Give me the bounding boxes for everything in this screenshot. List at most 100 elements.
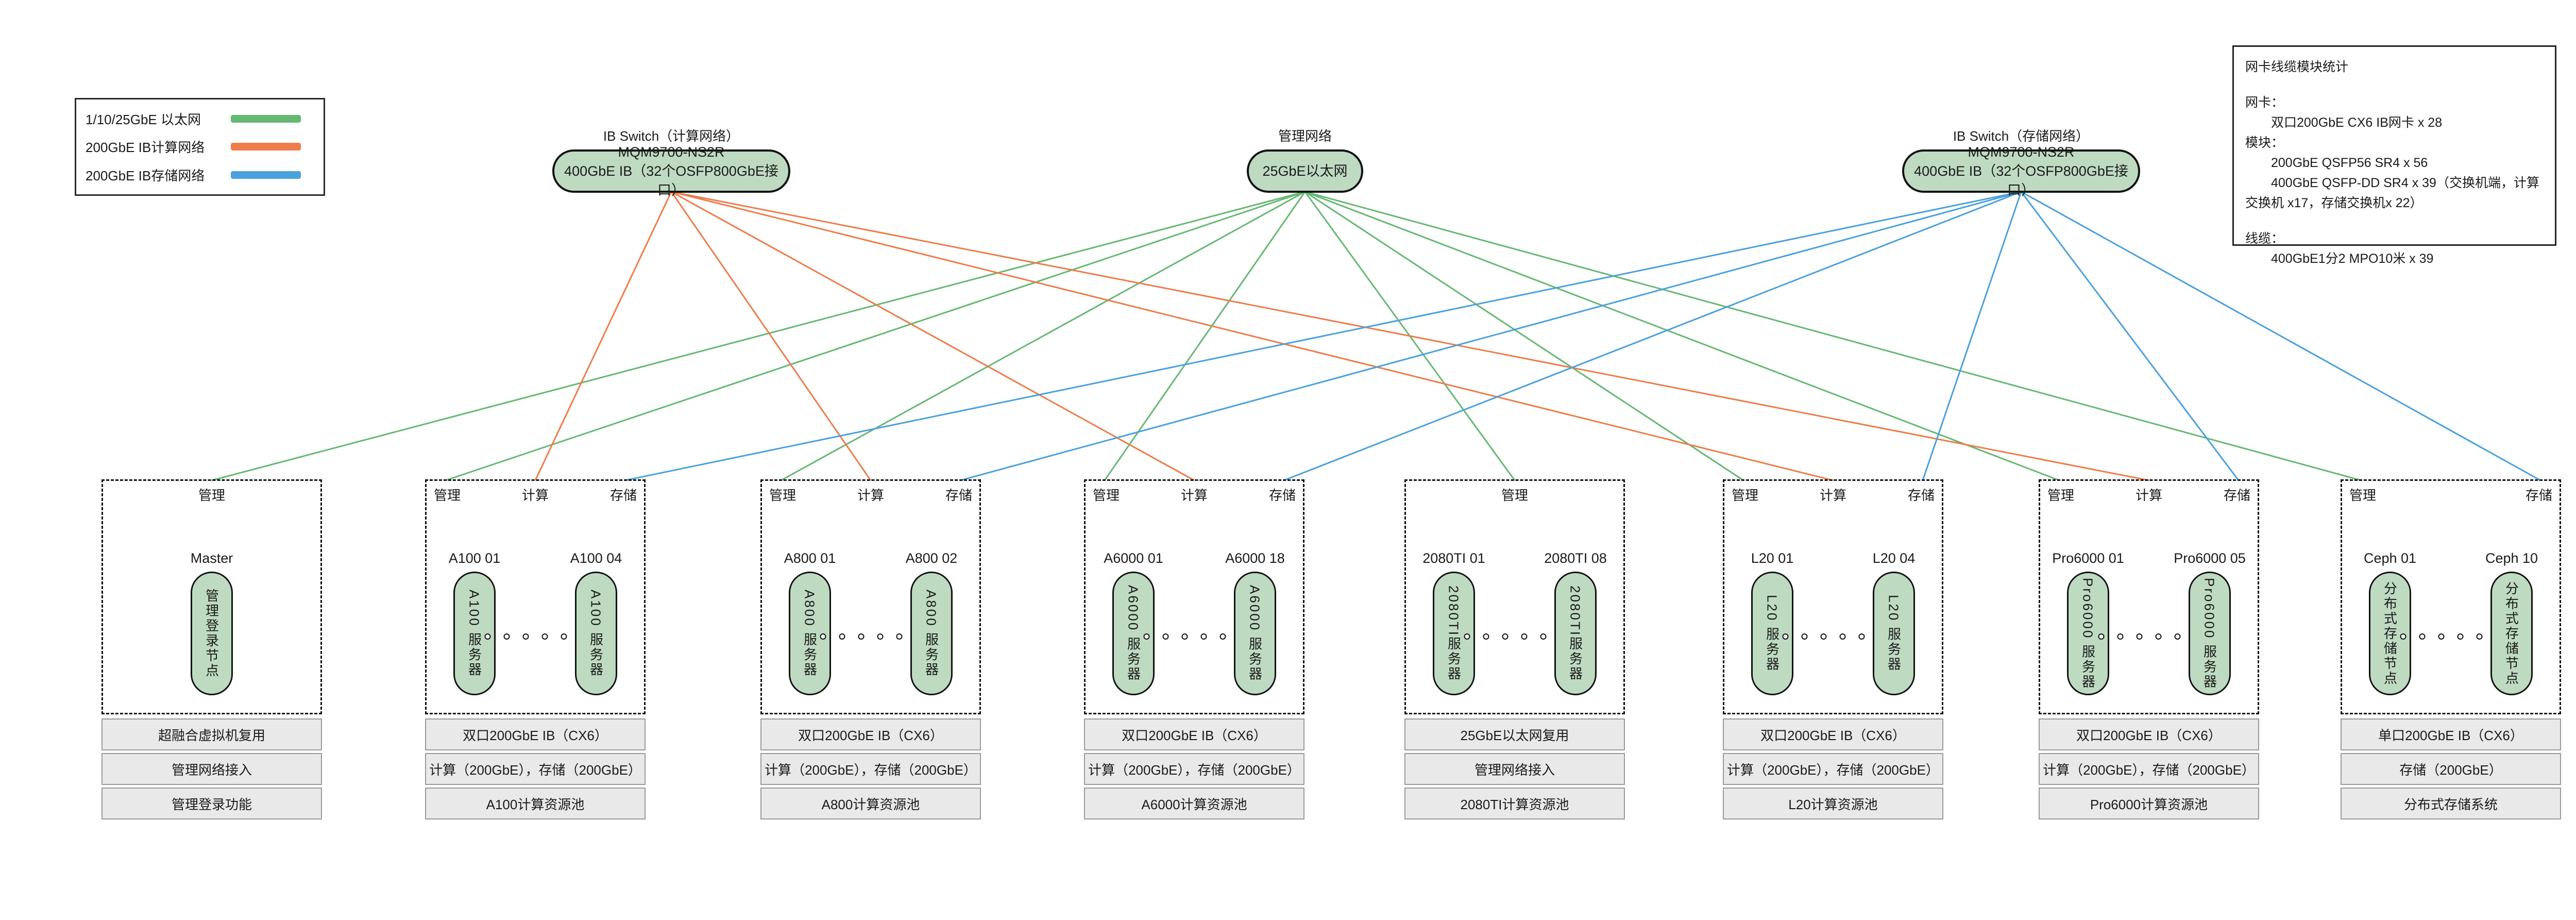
node-last: 2080TI 08 2080TI服务器 [1537,547,1614,695]
node-first: A6000 01 A6000 服务器 [1095,547,1172,695]
server-pill-text: A6000 服务器 [1125,585,1141,682]
storage-switch-node: MQM9700-NS2R 400GbE IB（32个OSFP800GbE接口） [1902,144,2140,198]
server-pill: 管理登录节点 [191,572,233,695]
group-header-compute: 计算 [1180,488,1208,503]
connection-line-storage [2021,191,2541,481]
server-pill: 分布式存储节点 [2490,572,2533,695]
server-pill-text: L20 服务器 [1764,595,1780,672]
server-pill: A6000 服务器 [1234,572,1276,695]
node-last: A100 04 A100 服务器 [557,547,635,695]
node-first: Pro6000 01 Pro6000 服务器 [2049,547,2127,695]
node-first: L20 01 L20 服务器 [1734,547,1811,695]
info-line: 网卡： [2245,95,2284,110]
group-header-storage: 存储 [945,488,972,503]
group-notes-2080ti: 25GbE以太网复用 管理网络接入 2080TI计算资源池 [1404,718,1625,819]
nic-cable-module-stats-box: 网卡线缆模块统计 网卡： 双口200GbE CX6 IB网卡 x 28 模块： … [2232,45,2556,266]
node-label: Ceph 10 [2485,550,2538,566]
connection-line-storage [2020,191,2240,481]
node-first: A800 01 A800 服务器 [771,547,849,695]
info-line: 模块： [2245,136,2284,150]
connection-line-compute [671,191,1195,481]
note-row: Pro6000计算资源池 [2039,788,2259,819]
switch-ports: 400GbE IB（32个OSFP800GbE接口） [564,163,778,198]
connection-line-storage [624,191,2022,481]
note-row: 管理登录功能 [101,788,322,819]
connection-line-ethernet [1304,191,2362,481]
compute-switch-node: MQM9700-NS2R 400GbE IB（32个OSFP800GbE接口） [552,144,790,198]
group-header-storage: 存储 [2223,488,2250,503]
info-line: 400GbE QSFP-DD SR4 x 39（交换机端，计算交换机 x17，存… [2245,176,2539,210]
info-line: 双口200GbE CX6 IB网卡 x 28 [2271,115,2443,130]
server-pill-text: 2080TI服务器 [1446,586,1462,681]
connection-line-ethernet [781,191,1306,481]
connection-line-ethernet [445,191,1306,481]
legend-label: 200GbE IB计算网络 [86,140,205,156]
group-box-a100: 管理 计算 存储 A100 01 A100 服务器 A100 04 A100 服… [425,479,646,714]
note-row: 计算（200GbE），存储（200GbE） [425,753,646,785]
info-line: 400GbE1分2 MPO10米 x 39 [2271,252,2434,266]
node-label: 2080TI 08 [1544,550,1607,566]
node-label: A6000 18 [1225,550,1285,566]
server-pill-text: 分布式存储节点 [2503,581,2519,686]
node-last: Pro6000 05 Pro6000 服务器 [2171,547,2248,695]
node-last: A6000 18 A6000 服务器 [1216,547,1294,695]
ellipsis-dots [1782,633,1884,640]
storage-ib-switch: IB Switch（存储网络） MQM9700-NS2R 400GbE IB（3… [1902,127,2140,198]
node-label: A800 02 [905,550,958,566]
group-header-storage: 存储 [1907,488,1935,503]
group-box-a6000: 管理 计算 存储 A6000 01 A6000 服务器 A6000 18 A60… [1084,479,1304,714]
server-pill: L20 服务器 [1751,572,1793,695]
group-notes-ceph: 单口200GbE IB（CX6） 存储（200GbE） 分布式存储系统 [2341,718,2561,819]
note-row: A6000计算资源池 [1084,788,1304,819]
node-label: A800 01 [784,550,836,566]
group-box-a800: 管理 计算 存储 A800 01 A800 服务器 A800 02 A800 服… [760,479,981,714]
server-pill-text: 管理登录节点 [204,589,219,678]
switch-model: MQM9700-NS2R [618,144,725,160]
node-label: Pro6000 05 [2174,550,2246,566]
server-pill-text: A800 服务器 [802,590,818,677]
note-row: 双口200GbE IB（CX6） [425,718,646,750]
node-label: A100 01 [448,550,501,566]
group-box-pro6000: 管理 计算 存储 Pro6000 01 Pro6000 服务器 Pro6000 … [2039,479,2259,714]
group-header-storage: 存储 [609,488,637,503]
group-ceph: 管理 存储 Ceph 01 分布式存储节点 Ceph 10 分布式存储节点 单口… [2341,479,2561,819]
server-pill-text: A800 服务器 [923,590,939,677]
group-notes-master: 超融合虚拟机复用 管理网络接入 管理登录功能 [101,718,322,819]
management-switch-node: 25GbE以太网 [1247,149,1363,193]
server-pill-text: Pro6000 服务器 [2080,577,2096,690]
server-pill: A800 服务器 [910,572,953,695]
node-label: L20 01 [1751,550,1794,566]
storage-switch-title: IB Switch（存储网络） [1953,128,2090,144]
note-row: 2080TI计算资源池 [1404,788,1625,819]
node-label: L20 04 [1872,550,1916,566]
group-header-compute: 计算 [1819,488,1847,503]
group-box-l20: 管理 计算 存储 L20 01 L20 服务器 L20 04 L20 服务器 [1723,479,1943,714]
connection-line-compute [671,191,2149,481]
group-header-storage: 存储 [1268,488,1296,503]
server-pill-text: 分布式存储节点 [2382,581,2398,686]
management-network-switch: 管理网络 25GbE以太网 [1247,127,1363,193]
group-header-management: 管理 [1732,488,1759,503]
connection-line-compute [671,191,1834,481]
note-row: 管理网络接入 [101,753,322,785]
node-master: Master 管理登录节点 [173,547,250,695]
group-header-storage: 存储 [2525,488,2552,503]
legend-label: 1/10/25GbE 以太网 [86,111,201,127]
group-l20: 管理 计算 存储 L20 01 L20 服务器 L20 04 L20 服务器 双… [1723,479,1943,819]
node-last: Ceph 10 分布式存储节点 [2473,547,2550,695]
ethernet-line-swatch [231,114,301,123]
server-pill: A800 服务器 [789,572,831,695]
compute-line-swatch [231,143,301,151]
info-line: 线缆： [2245,231,2284,246]
node-first: Ceph 01 分布式存储节点 [2351,547,2429,695]
node-label: A100 04 [570,550,622,566]
compute-switch-title: IB Switch（计算网络） [603,128,740,144]
group-header-management: 管理 [769,488,796,503]
legend-item-compute: 200GbE IB计算网络 [86,137,314,156]
note-row: 超融合虚拟机复用 [101,718,322,750]
note-row: 分布式存储系统 [2341,788,2561,819]
note-row: 存储（200GbE） [2341,753,2561,785]
info-line: 200GbE QSFP56 SR4 x 56 [2271,156,2428,170]
group-box-ceph: 管理 存储 Ceph 01 分布式存储节点 Ceph 10 分布式存储节点 [2341,479,2561,714]
node-label: Master [190,550,233,566]
